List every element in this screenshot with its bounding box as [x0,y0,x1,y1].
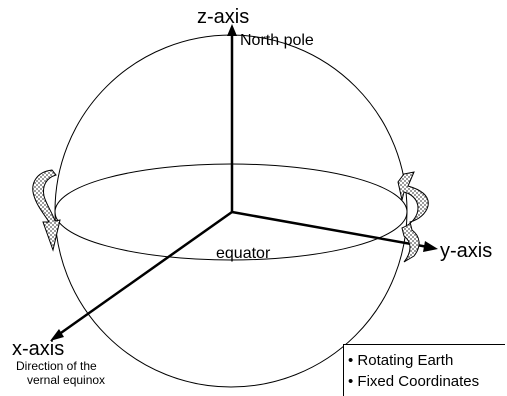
right-rotation-arrow-icon [397,171,429,263]
z-axis-label: z-axis [197,6,250,28]
z-axis-arrowhead [227,24,237,36]
x-axis-line [57,210,233,337]
y-axis-line [231,210,429,249]
equator-label: equator [216,245,271,262]
y-axis-label: y-axis [440,240,493,262]
left-rotation-arrow-icon [32,169,61,252]
vernal-direction-line2: vernal equinox [27,373,106,387]
x-axis-arrowhead [50,329,64,341]
x-axis-label: x-axis [12,338,65,360]
legend-item-fixed-coordinates: • Fixed Coordinates [348,373,480,390]
y-axis-arrowhead [423,241,438,252]
legend-item-rotating-earth: • Rotating Earth [348,352,454,369]
vernal-direction-line1: Direction of the [16,359,97,373]
legend-box: • Rotating Earth • Fixed Coordinates [343,344,505,396]
north-pole-label: North pole [240,32,314,49]
